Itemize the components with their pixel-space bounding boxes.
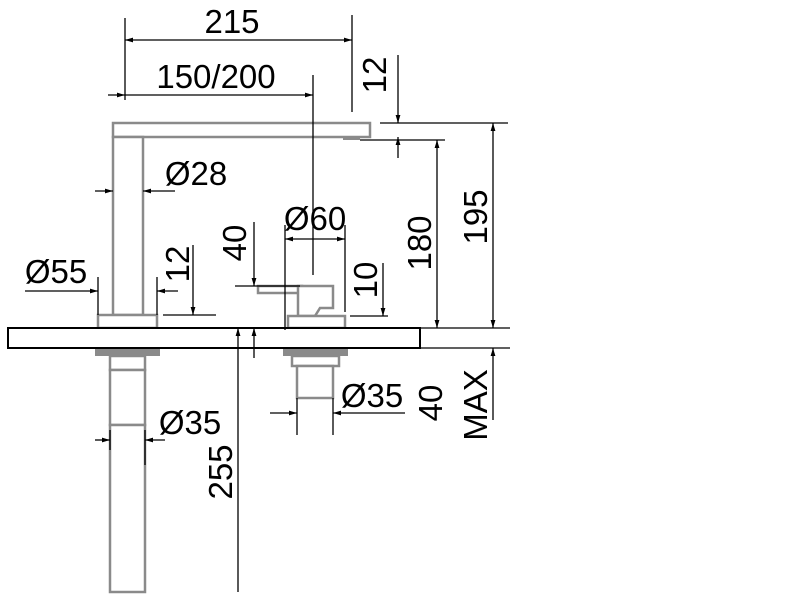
dim-spout-reach: 150/200	[156, 58, 275, 95]
countertop	[7, 327, 421, 349]
dim-mixer-diameter: Ø60	[284, 200, 346, 237]
dim-deck-thickness-max: MAX	[457, 369, 494, 441]
dim-lever-height: 40	[216, 225, 253, 262]
dim-pipe-diameter-right: Ø35	[341, 377, 403, 414]
dim-pipe-length: 255	[202, 444, 239, 499]
dim-total-height: 195	[457, 189, 494, 244]
faucet-spout-body	[96, 121, 372, 330]
dim-deck-thickness-value: 40	[412, 385, 449, 422]
dim-spout-diameter: Ø28	[165, 155, 227, 192]
dim-outlet-height: 180	[401, 215, 438, 270]
mixer-lever	[256, 284, 347, 330]
left-supply-pipe	[95, 349, 160, 594]
dim-pipe-diameter-left: Ø35	[159, 404, 221, 441]
right-mounting-shank	[283, 349, 348, 400]
dim-base-diameter: Ø55	[25, 253, 87, 290]
dim-overall-reach: 215	[204, 3, 259, 40]
dim-base-height: 12	[159, 246, 196, 283]
dimension-lines	[25, 15, 508, 592]
dim-mixer-base-height: 10	[347, 262, 384, 299]
dim-spout-thickness: 12	[356, 57, 393, 94]
